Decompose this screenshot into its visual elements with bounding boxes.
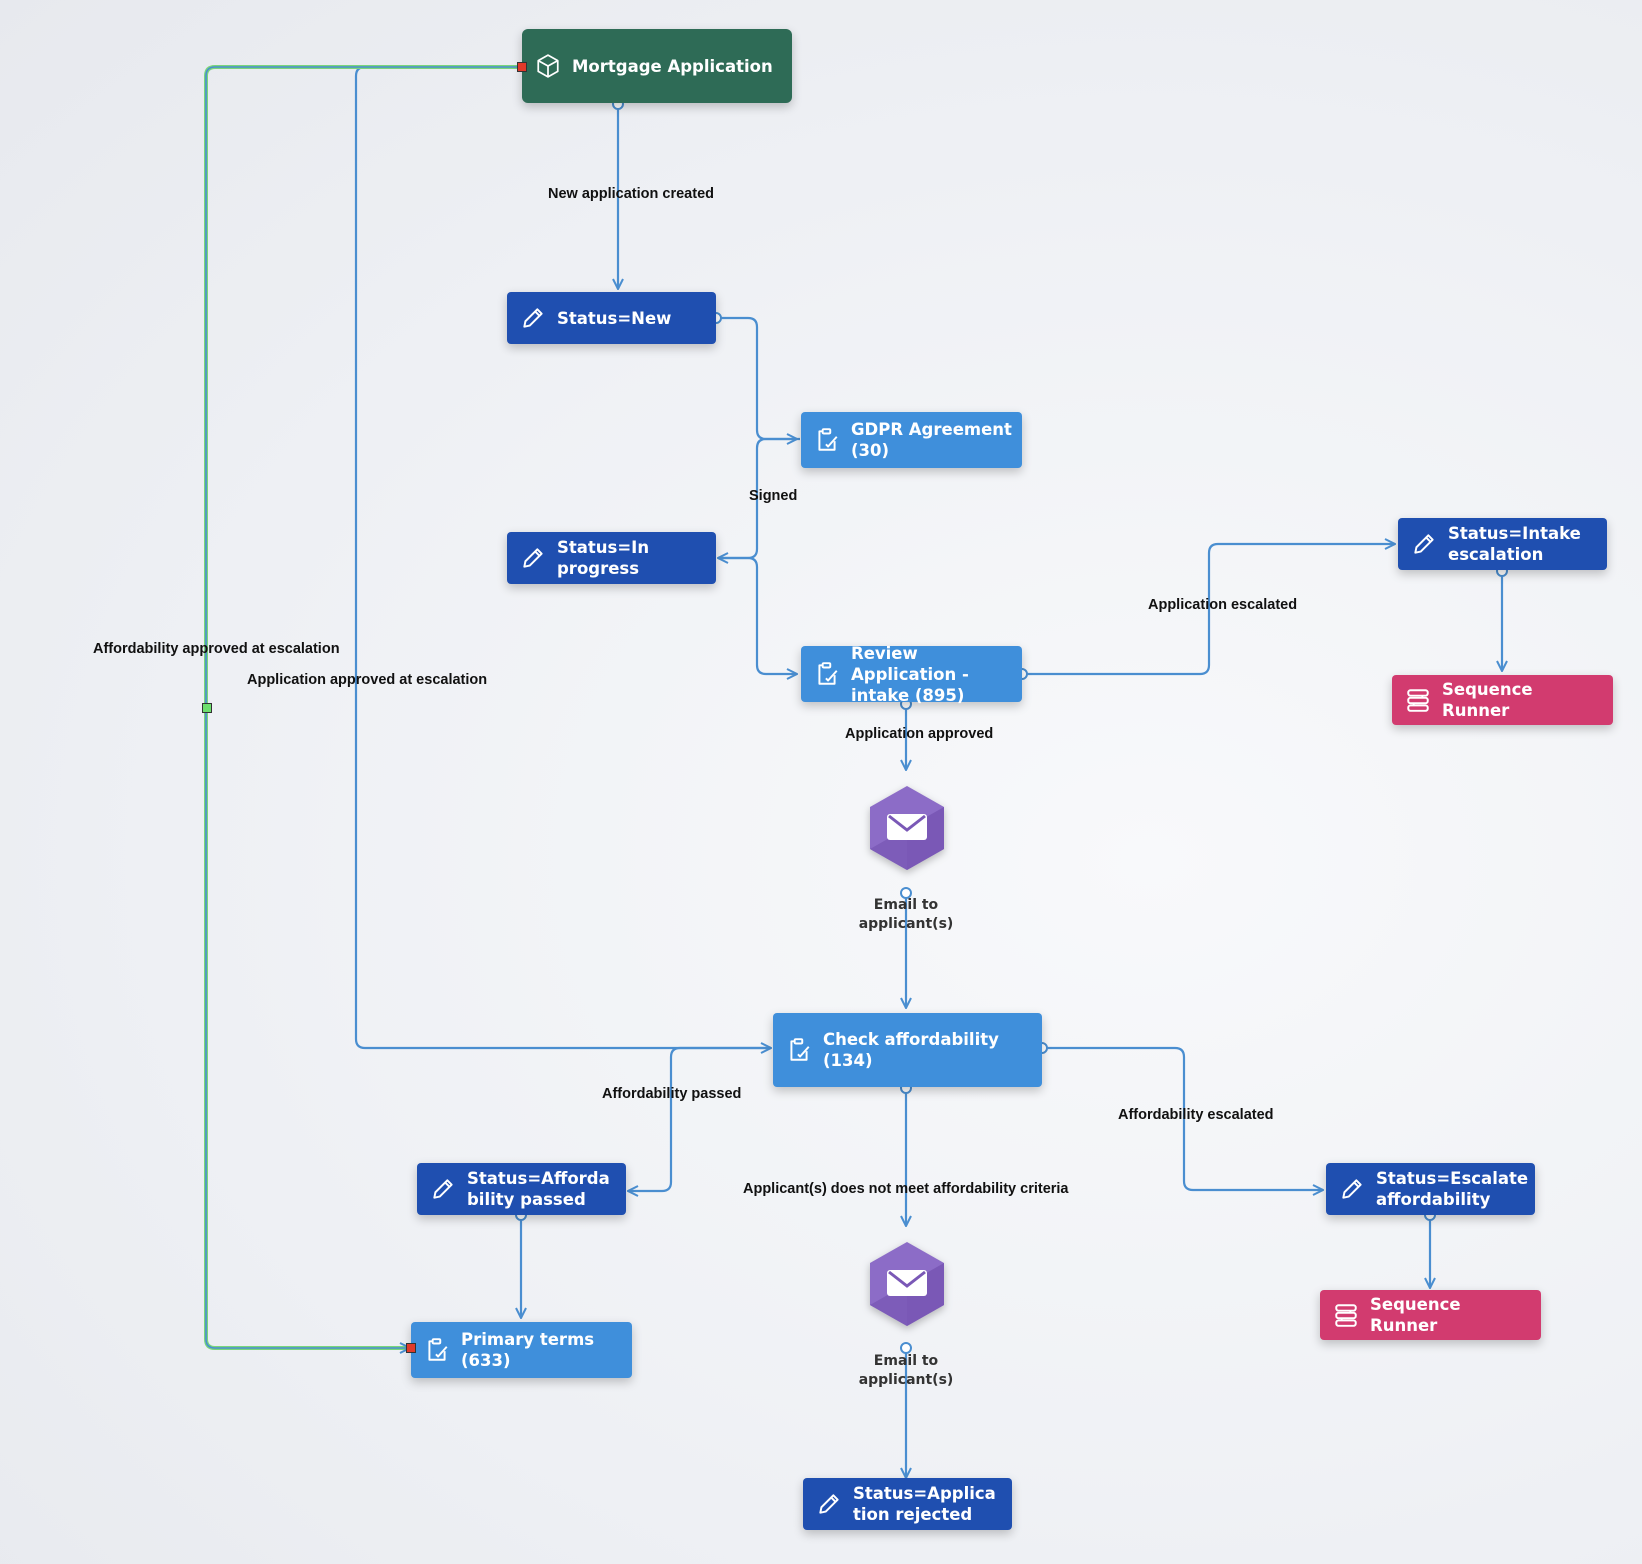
edge-in-progress-to-review[interactable]	[718, 556, 797, 674]
edge-label-affordability-escalated: Affordability escalated	[1118, 1107, 1274, 1123]
node-label: Status=New	[557, 308, 672, 328]
sequence-icon	[1332, 1301, 1360, 1329]
node-label: Review Application - intake (895)	[851, 643, 969, 705]
node-gdpr-agreement[interactable]: GDPR Agreement (30)	[801, 412, 1022, 468]
node-email-1-label: Email to applicant(s)	[858, 897, 954, 932]
edge-affordability-passed[interactable]	[628, 1046, 771, 1191]
pencil-icon	[1338, 1175, 1366, 1203]
node-review-application[interactable]: Review Application - intake (895)	[801, 644, 1022, 705]
edge-application-escalated[interactable]	[1022, 544, 1395, 676]
node-status-intake-escalation[interactable]: Status=Intake escalation	[1398, 518, 1607, 570]
node-label: Status=Intake escalation	[1448, 524, 1581, 564]
pencil-icon	[429, 1175, 457, 1203]
edge-handle-start[interactable]	[517, 62, 527, 72]
mail-icon	[887, 814, 927, 840]
edge-affordability-approved-at-escalation[interactable]	[204, 65, 520, 1350]
node-label: Status=In progress	[557, 538, 650, 578]
node-mortgage-application[interactable]: Mortgage Application	[522, 29, 792, 103]
form-icon	[423, 1336, 451, 1364]
node-status-affordability-passed[interactable]: Status=Affordability passed	[417, 1163, 626, 1215]
edge-label-new-application-created: New application created	[548, 186, 714, 202]
edge-label-affordability-approved-at-escalation: Affordability approved at escalation	[93, 641, 340, 657]
edge-label-application-escalated: Application escalated	[1148, 597, 1298, 613]
mail-icon	[887, 1270, 927, 1296]
edge-label-application-approved-at-escalation: Application approved at escalation	[247, 672, 488, 688]
edge-affordability-escalated[interactable]	[1042, 1046, 1323, 1190]
node-primary-terms[interactable]: Primary terms (633)	[411, 1322, 632, 1378]
node-status-in-progress[interactable]: Status=In progress	[507, 532, 716, 584]
node-label: Status=Affordability passed	[467, 1169, 610, 1209]
node-status-escalate-affordability[interactable]: Status=Escalate affordability	[1326, 1163, 1535, 1215]
edge-label-applicant-does-not-meet: Applicant(s) does not meet affordability…	[743, 1181, 1069, 1197]
node-email-2-label: Email to applicant(s)	[858, 1353, 954, 1388]
form-icon	[813, 660, 841, 688]
node-status-application-rejected[interactable]: Status=Application rejected	[803, 1478, 1012, 1530]
pencil-icon	[519, 544, 547, 572]
node-email-1[interactable]	[867, 784, 947, 872]
edge-label-application-approved: Application approved	[845, 726, 994, 742]
node-label: Primary terms (633)	[461, 1330, 595, 1370]
pencil-icon	[1410, 530, 1438, 558]
edge-label-signed: Signed	[749, 488, 798, 504]
node-label: Mortgage Application	[572, 56, 773, 76]
edge-handle-end[interactable]	[406, 1343, 416, 1353]
form-icon	[813, 426, 841, 454]
form-icon	[785, 1036, 813, 1064]
node-label: Sequence Runner	[1370, 1295, 1461, 1335]
pencil-icon	[519, 304, 547, 332]
node-sequence-runner-2[interactable]: Sequence Runner	[1320, 1290, 1541, 1340]
node-label: GDPR Agreement (30)	[851, 420, 1012, 460]
node-label: Status=Application rejected	[853, 1484, 996, 1524]
node-check-affordability[interactable]: Check affordability (134)	[773, 1013, 1042, 1087]
node-label: Status=Escalate affordability	[1376, 1169, 1529, 1209]
node-sequence-runner-1[interactable]: Sequence Runner	[1392, 675, 1613, 725]
node-label: Sequence Runner	[1442, 680, 1533, 720]
node-label: Check affordability (134)	[823, 1030, 999, 1070]
edge-handle-midpoint[interactable]	[202, 703, 212, 713]
node-status-new[interactable]: Status=New	[507, 292, 716, 344]
edge-status-new-to-gdpr[interactable]	[716, 316, 797, 439]
cube-icon	[534, 52, 562, 80]
pencil-icon	[815, 1490, 843, 1518]
sequence-icon	[1404, 686, 1432, 714]
node-email-2[interactable]	[867, 1240, 947, 1328]
edge-label-affordability-passed: Affordability passed	[602, 1086, 742, 1102]
